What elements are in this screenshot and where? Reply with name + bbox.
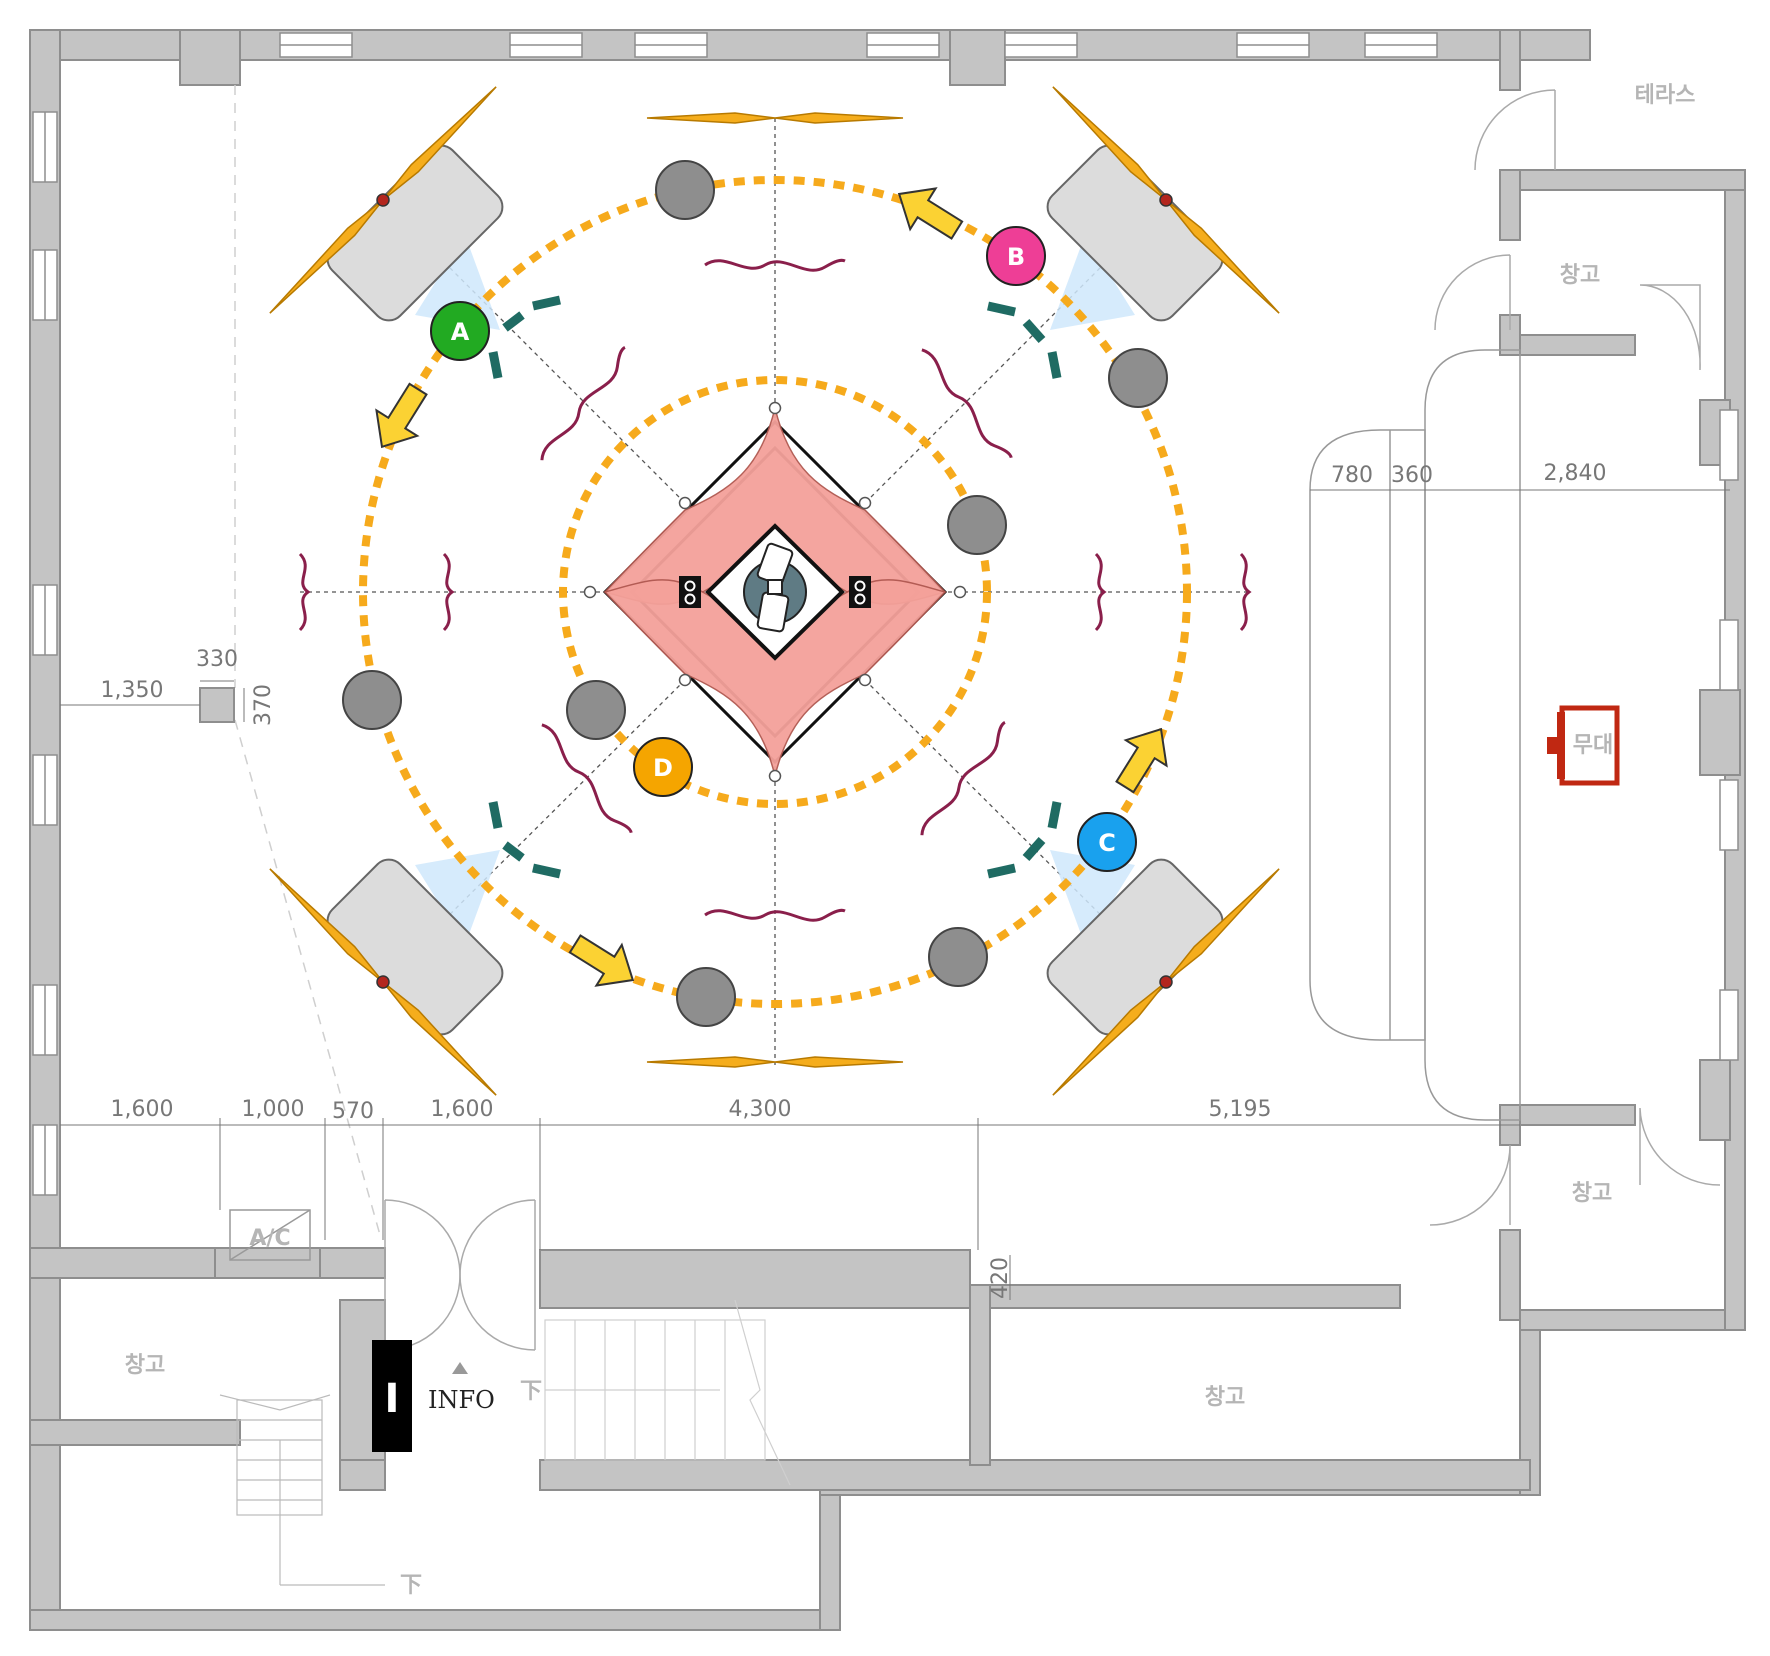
arrow-icon — [360, 375, 440, 461]
dim-1600-a: 1,600 — [111, 1097, 174, 1122]
dim-1600-b: 1,600 — [431, 1097, 494, 1122]
ac-label: A/C — [249, 1226, 290, 1251]
route-circles — [359, 176, 1191, 1008]
stairs-right — [544, 1299, 791, 1486]
doors — [384, 89, 1721, 1351]
windows-right — [1719, 409, 1739, 1061]
ac-unit: A/C — [229, 1209, 311, 1261]
building-walls — [29, 29, 1746, 1631]
station-a: A — [430, 301, 490, 361]
arrow-icon — [885, 172, 971, 252]
central-installation — [583, 401, 967, 783]
camera-icon — [756, 542, 794, 633]
stairs-left-label: 下 — [400, 1573, 422, 1598]
arrow-icon — [1103, 715, 1183, 801]
stairs-right-label: 下 — [520, 1379, 542, 1404]
tables — [326, 144, 1224, 1036]
windows-top — [279, 32, 1438, 58]
windows-left — [32, 111, 58, 1196]
info-sign-letter: I — [385, 1376, 400, 1422]
speaker-icon — [678, 575, 702, 609]
arrow-icon — [561, 922, 647, 1002]
stage-marker: 무대 — [1547, 705, 1620, 786]
column — [199, 687, 235, 723]
dim-4300: 4,300 — [729, 1097, 792, 1122]
stage-platform — [1309, 349, 1521, 1121]
dim-1350: 1,350 — [101, 678, 164, 703]
storage-label-mid-right: 창고 — [1572, 1181, 1612, 1206]
dim-2840: 2,840 — [1544, 461, 1607, 486]
svg-text:A: A — [451, 318, 470, 346]
stage-label: 무대 — [1573, 733, 1613, 758]
station-c: C — [1077, 812, 1137, 872]
svg-text:D: D — [653, 754, 673, 782]
dim-5195: 5,195 — [1209, 1097, 1272, 1122]
dim-330: 330 — [196, 647, 238, 672]
dimension-lines — [60, 489, 1730, 1300]
svg-text:B: B — [1007, 243, 1025, 271]
dim-370: 370 — [251, 684, 276, 726]
storage-label-bottom-right: 창고 — [1205, 1385, 1245, 1410]
dim-420: 420 — [988, 1257, 1013, 1299]
storage-label-bottom-left: 창고 — [125, 1353, 165, 1378]
info-label: INFO — [428, 1386, 495, 1414]
info-desk: I INFO — [372, 1340, 495, 1452]
stairs-left — [219, 1394, 385, 1586]
svg-text:C: C — [1098, 829, 1116, 857]
speaker-icon — [848, 575, 872, 609]
station-d: D — [633, 737, 693, 797]
dim-570: 570 — [332, 1099, 374, 1124]
dim-780: 780 — [1331, 463, 1373, 488]
station-b: B — [986, 226, 1046, 286]
chairs — [488, 295, 1062, 879]
station-badges: A B C D — [430, 226, 1137, 872]
storage-label-top-right: 창고 — [1560, 263, 1600, 288]
terrace-label: 테라스 — [1635, 83, 1696, 108]
dim-1000: 1,000 — [242, 1097, 305, 1122]
dim-360: 360 — [1391, 463, 1433, 488]
